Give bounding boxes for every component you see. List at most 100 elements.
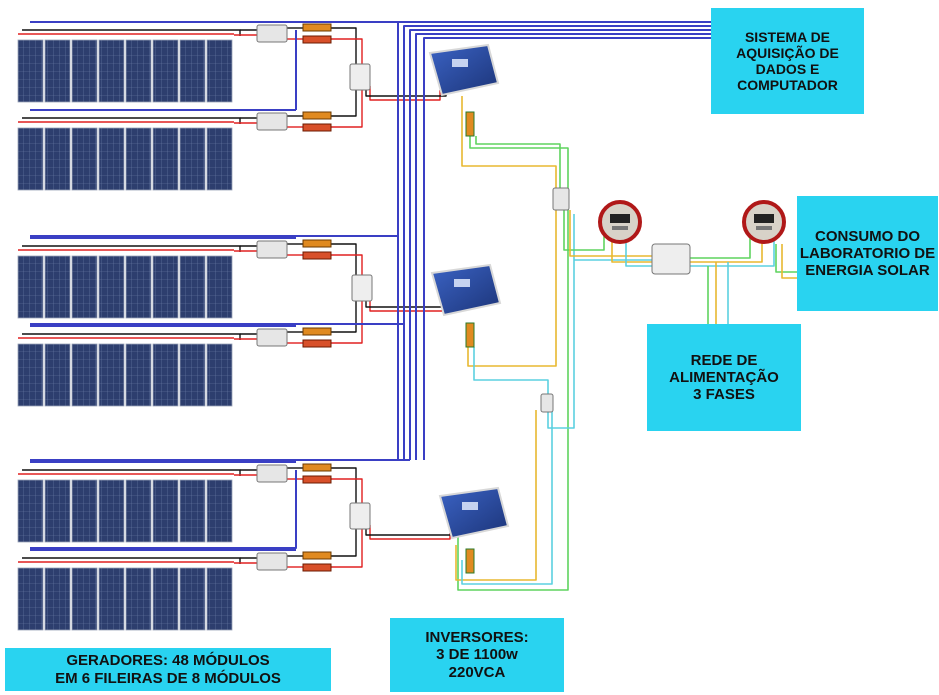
- ac-wire-yellow: [690, 238, 763, 263]
- fuse-icon: [465, 111, 475, 137]
- solar-panel-icon: [44, 343, 71, 407]
- circuit-breaker-icon: [256, 112, 288, 131]
- circuit-breaker-icon: [540, 393, 554, 413]
- solar-panel-icon: [152, 567, 179, 631]
- panel-row: [17, 39, 233, 103]
- solar-panel-icon: [152, 255, 179, 319]
- solar-panel-icon: [44, 479, 71, 543]
- solar-panel-icon: [98, 567, 125, 631]
- data-bus-line: [415, 33, 711, 460]
- solar-panel-icon: [17, 127, 44, 191]
- ac-wire-yellow: [461, 96, 557, 367]
- circuit-breaker-icon: [651, 243, 691, 275]
- fuse-icon: [302, 563, 332, 572]
- solar-panel-icon: [206, 127, 233, 191]
- solar-panel-icon: [125, 479, 152, 543]
- fuse-icon: [465, 548, 475, 574]
- power-grid-box: REDE DE ALIMENTAÇÃO 3 FASES: [647, 324, 801, 431]
- solar-panel-icon: [44, 567, 71, 631]
- fuse-icon: [302, 463, 332, 472]
- ac-wire-yellow: [781, 244, 797, 279]
- wire: [331, 90, 363, 128]
- solar-panel-icon: [152, 127, 179, 191]
- fuse-icon: [302, 111, 332, 120]
- solar-panel-icon: [71, 39, 98, 103]
- wire: [331, 243, 357, 275]
- series-wire-negative: [22, 29, 241, 36]
- ac-wire-cyan: [473, 347, 549, 410]
- wire: [331, 301, 363, 344]
- solar-panel-icon: [17, 39, 44, 103]
- wire: [331, 467, 357, 503]
- solar-panel-icon: [17, 343, 44, 407]
- wire: [331, 27, 357, 64]
- fuse-icon: [302, 23, 332, 32]
- solar-panel-icon: [98, 39, 125, 103]
- data-bus-line: [423, 37, 711, 460]
- inverter-icon: [430, 263, 502, 317]
- solar-panel-icon: [17, 567, 44, 631]
- solar-panel-icon: [152, 343, 179, 407]
- solar-panel-icon: [152, 479, 179, 543]
- panel-row: [17, 567, 233, 631]
- solar-panel-icon: [179, 39, 206, 103]
- inverters-box: INVERSORES: 3 DE 1100w 220VCA: [390, 618, 564, 692]
- solar-panel-icon: [71, 343, 98, 407]
- solar-panel-icon: [125, 255, 152, 319]
- solar-panel-icon: [206, 255, 233, 319]
- wire: [365, 301, 449, 310]
- ac-wire-cyan: [690, 238, 775, 267]
- solar-panel-icon: [71, 567, 98, 631]
- wire: [331, 529, 357, 557]
- solar-panel-icon: [98, 479, 125, 543]
- solar-panel-icon: [206, 567, 233, 631]
- solar-panel-icon: [98, 255, 125, 319]
- solar-panel-icon: [44, 127, 71, 191]
- fuse-icon: [302, 35, 332, 44]
- solar-panel-icon: [71, 127, 98, 191]
- solar-panel-icon: [125, 127, 152, 191]
- solar-panel-icon: [44, 255, 71, 319]
- ac-wire-green: [690, 238, 751, 259]
- fuse-icon: [302, 327, 332, 336]
- fuse-icon: [302, 123, 332, 132]
- data-acquisition-box: SISTEMA DE AQUISIÇÃO DE DADOS E COMPUTAD…: [711, 8, 864, 114]
- solar-panel-icon: [206, 343, 233, 407]
- solar-panel-icon: [179, 479, 206, 543]
- wire: [331, 38, 363, 64]
- panel-row: [17, 127, 233, 191]
- panel-row: [17, 479, 233, 543]
- wire: [331, 478, 363, 503]
- solar-panel-icon: [152, 39, 179, 103]
- wire: [331, 529, 363, 568]
- ac-wire-yellow: [611, 236, 652, 263]
- wire: [365, 529, 457, 536]
- wire: [369, 525, 451, 540]
- wire: [331, 90, 357, 117]
- dc-combiner-icon: [351, 274, 373, 302]
- circuit-breaker-icon: [256, 552, 288, 571]
- solar-panel-icon: [71, 479, 98, 543]
- solar-panel-icon: [125, 343, 152, 407]
- ac-wire-green: [457, 136, 569, 591]
- dc-combiner-icon: [349, 63, 371, 91]
- data-bus-line: [403, 25, 711, 460]
- circuit-breaker-icon: [256, 328, 288, 347]
- fuse-icon: [302, 339, 332, 348]
- series-wire-negative: [22, 333, 241, 340]
- data-bus-line: [30, 470, 297, 549]
- solar-panel-icon: [179, 127, 206, 191]
- fuse-icon: [302, 551, 332, 560]
- solar-panel-icon: [71, 255, 98, 319]
- solar-panel-icon: [17, 479, 44, 543]
- wire: [331, 301, 357, 333]
- solar-panel-icon: [98, 343, 125, 407]
- series-wire-negative: [22, 245, 241, 252]
- inverter-icon: [428, 43, 500, 97]
- energy-meter-icon: [742, 200, 786, 244]
- circuit-breaker-icon: [256, 24, 288, 43]
- solar-panel-icon: [125, 39, 152, 103]
- series-wire-negative: [22, 117, 241, 124]
- solar-panel-icon: [206, 39, 233, 103]
